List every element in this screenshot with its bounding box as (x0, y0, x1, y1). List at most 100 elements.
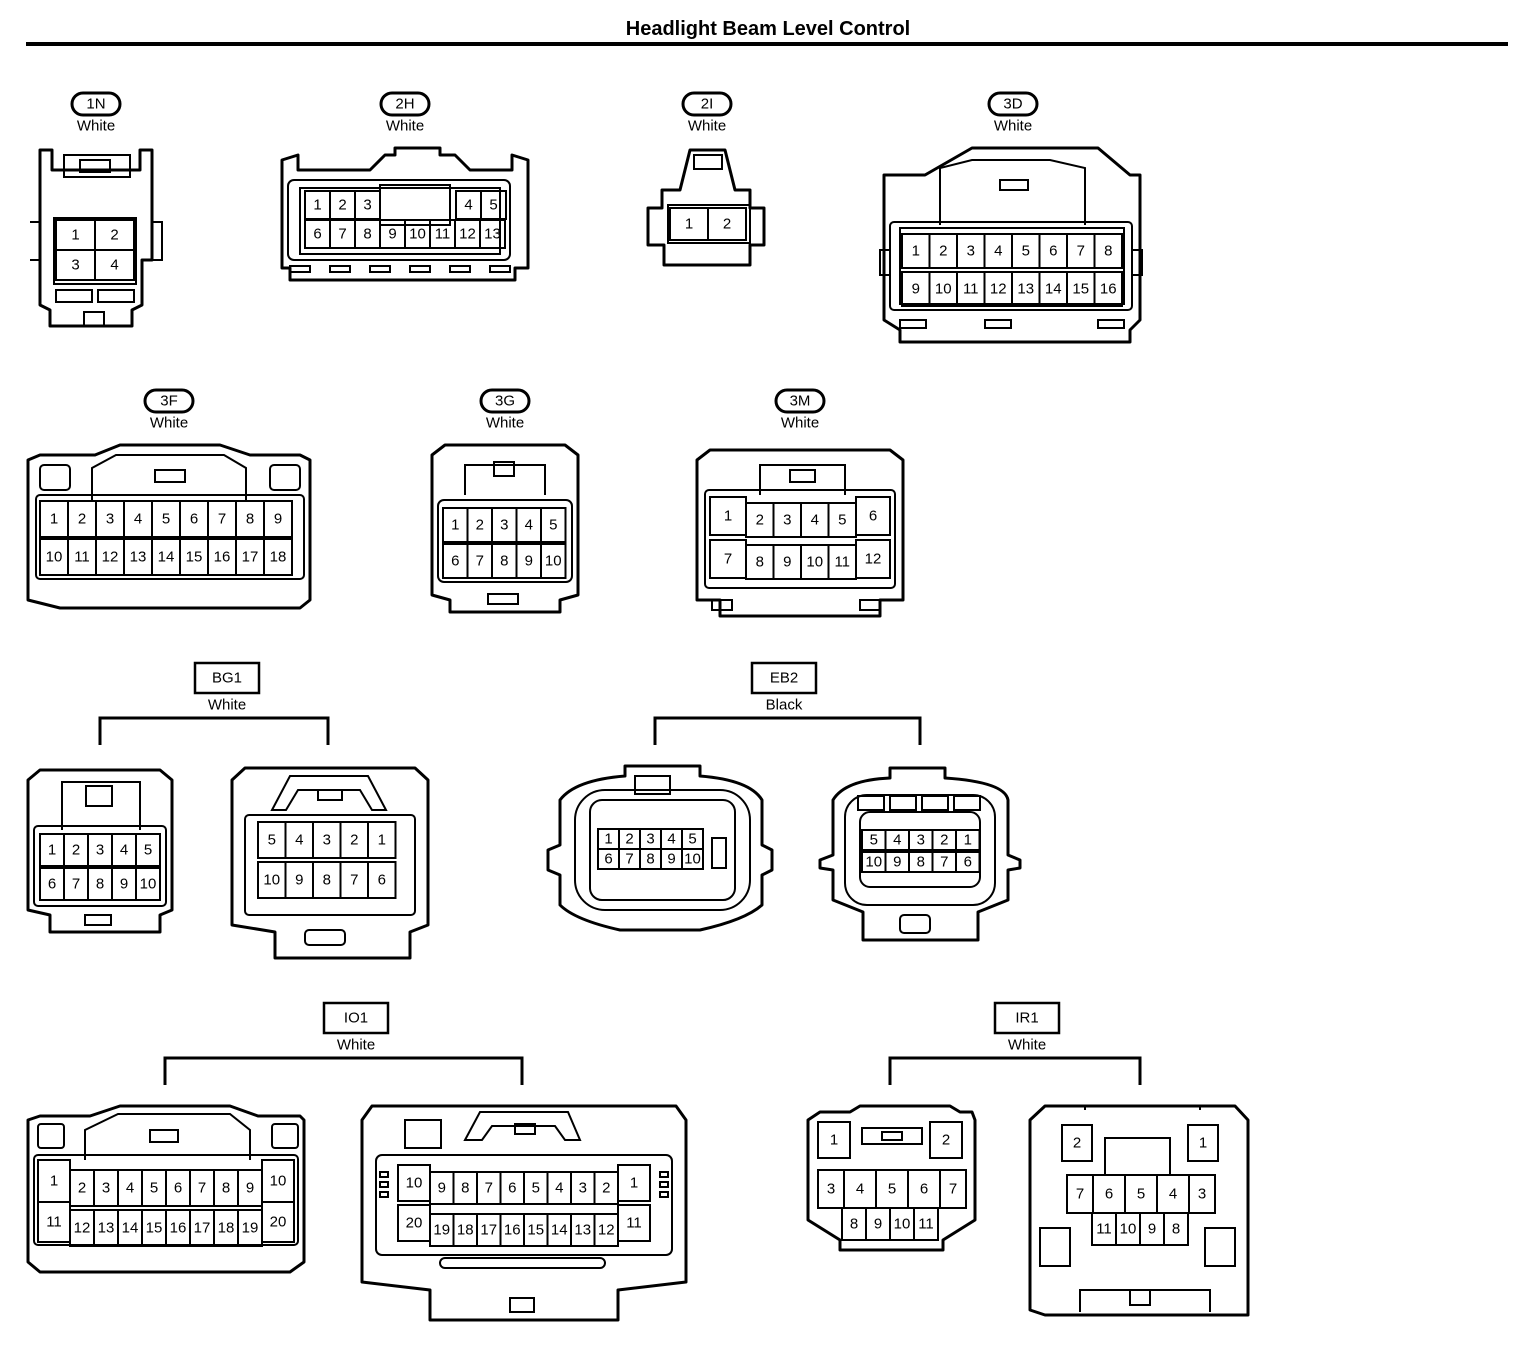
pin-number: 3 (363, 197, 371, 214)
connector-id: 3G (495, 393, 515, 410)
pin-number: 2 (939, 243, 947, 260)
connector-id: 3M (790, 393, 811, 410)
pin-number: 11 (963, 281, 979, 298)
connector-id: 3D (1003, 96, 1022, 113)
pin-number: 9 (295, 872, 303, 889)
pin-number: 9 (667, 851, 675, 868)
pin-number: 16 (214, 549, 231, 566)
pin-cell (1163, 1212, 1189, 1246)
housing-outline (818, 766, 1022, 942)
housing-outline (280, 146, 530, 282)
pin-number: 11 (834, 554, 850, 571)
housing-outline (759, 464, 846, 495)
pin-number: 6 (190, 511, 198, 528)
housing-outline (35, 494, 305, 580)
pin-cell (263, 500, 293, 538)
pin-number: 5 (838, 512, 846, 529)
pin-number: 7 (1076, 1186, 1084, 1203)
pin-number: 1 (50, 511, 58, 528)
pin-number: 2 (476, 517, 484, 534)
pin-number: 8 (323, 872, 331, 889)
connector-color: White (781, 415, 819, 432)
housing-outline (704, 489, 896, 589)
housing-outline (574, 789, 751, 911)
pin-number: 7 (72, 876, 80, 893)
pin-number: 9 (120, 876, 128, 893)
pin-number: 4 (1169, 1186, 1177, 1203)
housing-outline (404, 1119, 442, 1149)
housing-outline (379, 1191, 389, 1198)
pin-number: 3 (783, 512, 791, 529)
connector-id-badge (987, 91, 1039, 117)
pin-number: 3 (827, 1181, 835, 1198)
pin-cell (681, 848, 704, 870)
housing-outline (929, 1121, 963, 1159)
pin-number: 1 (685, 216, 693, 233)
housing-outline (379, 1181, 389, 1188)
pin-number: 3 (579, 1180, 587, 1197)
connector-label-3M: 3M White (774, 388, 826, 432)
connector-id-badge (143, 388, 195, 414)
housing-outline (97, 289, 135, 303)
pin-number: 3 (500, 517, 508, 534)
pin-number: 14 (158, 549, 175, 566)
pin-cell (263, 538, 293, 576)
pin-number: 11 (626, 1215, 642, 1232)
pin-number: 9 (912, 281, 920, 298)
pin-cell (135, 833, 161, 867)
housing-outline (463, 1111, 582, 1141)
pin-number: 19 (242, 1220, 259, 1237)
pin-number: 3 (96, 842, 104, 859)
housing-outline (1104, 1137, 1171, 1175)
pin-number: 16 (504, 1222, 521, 1239)
pin-number: 1 (50, 1173, 58, 1190)
pin-number: 10 (865, 854, 882, 871)
housing-outline (634, 775, 671, 795)
pin-number: 1 (830, 1132, 838, 1149)
pin-number: 9 (874, 1216, 882, 1233)
housing-outline (489, 265, 511, 273)
pin-number: 5 (150, 1180, 158, 1197)
pin-number: 9 (388, 226, 396, 243)
pin-number: 5 (870, 832, 878, 849)
pin-number: 10 (140, 876, 157, 893)
pin-number: 12 (459, 226, 476, 243)
pin-number: 3 (102, 1180, 110, 1197)
housing-outline (26, 1104, 306, 1274)
pin-number: 10 (806, 554, 823, 571)
pin-cell (955, 851, 981, 873)
housing-outline (855, 539, 891, 579)
housing-outline (270, 775, 388, 811)
pin-number: 3 (323, 832, 331, 849)
pin-number: 1 (71, 227, 79, 244)
housing-outline (39, 464, 71, 491)
pin-cell (707, 207, 747, 241)
pin-number: 18 (270, 549, 287, 566)
pin-number: 20 (270, 1214, 287, 1231)
pin-number: 13 (484, 226, 501, 243)
pin-number: 12 (865, 551, 882, 568)
pin-number: 5 (268, 832, 276, 849)
pin-number: 8 (1172, 1221, 1180, 1238)
housing-outline (899, 319, 927, 329)
housing-outline (55, 289, 93, 303)
housing-outline (1097, 319, 1125, 329)
housing-outline (509, 1297, 535, 1313)
housing-outline (1028, 1104, 1250, 1317)
housing-outline (617, 1204, 651, 1242)
pin-number: 13 (98, 1220, 115, 1237)
pin-number: 12 (990, 281, 1007, 298)
housing-outline (1084, 1105, 1201, 1110)
housing-outline (859, 599, 881, 611)
pin-number: 13 (1017, 281, 1034, 298)
pin-number: 6 (508, 1180, 516, 1197)
housing-outline (409, 265, 431, 273)
housing-outline (879, 249, 891, 276)
